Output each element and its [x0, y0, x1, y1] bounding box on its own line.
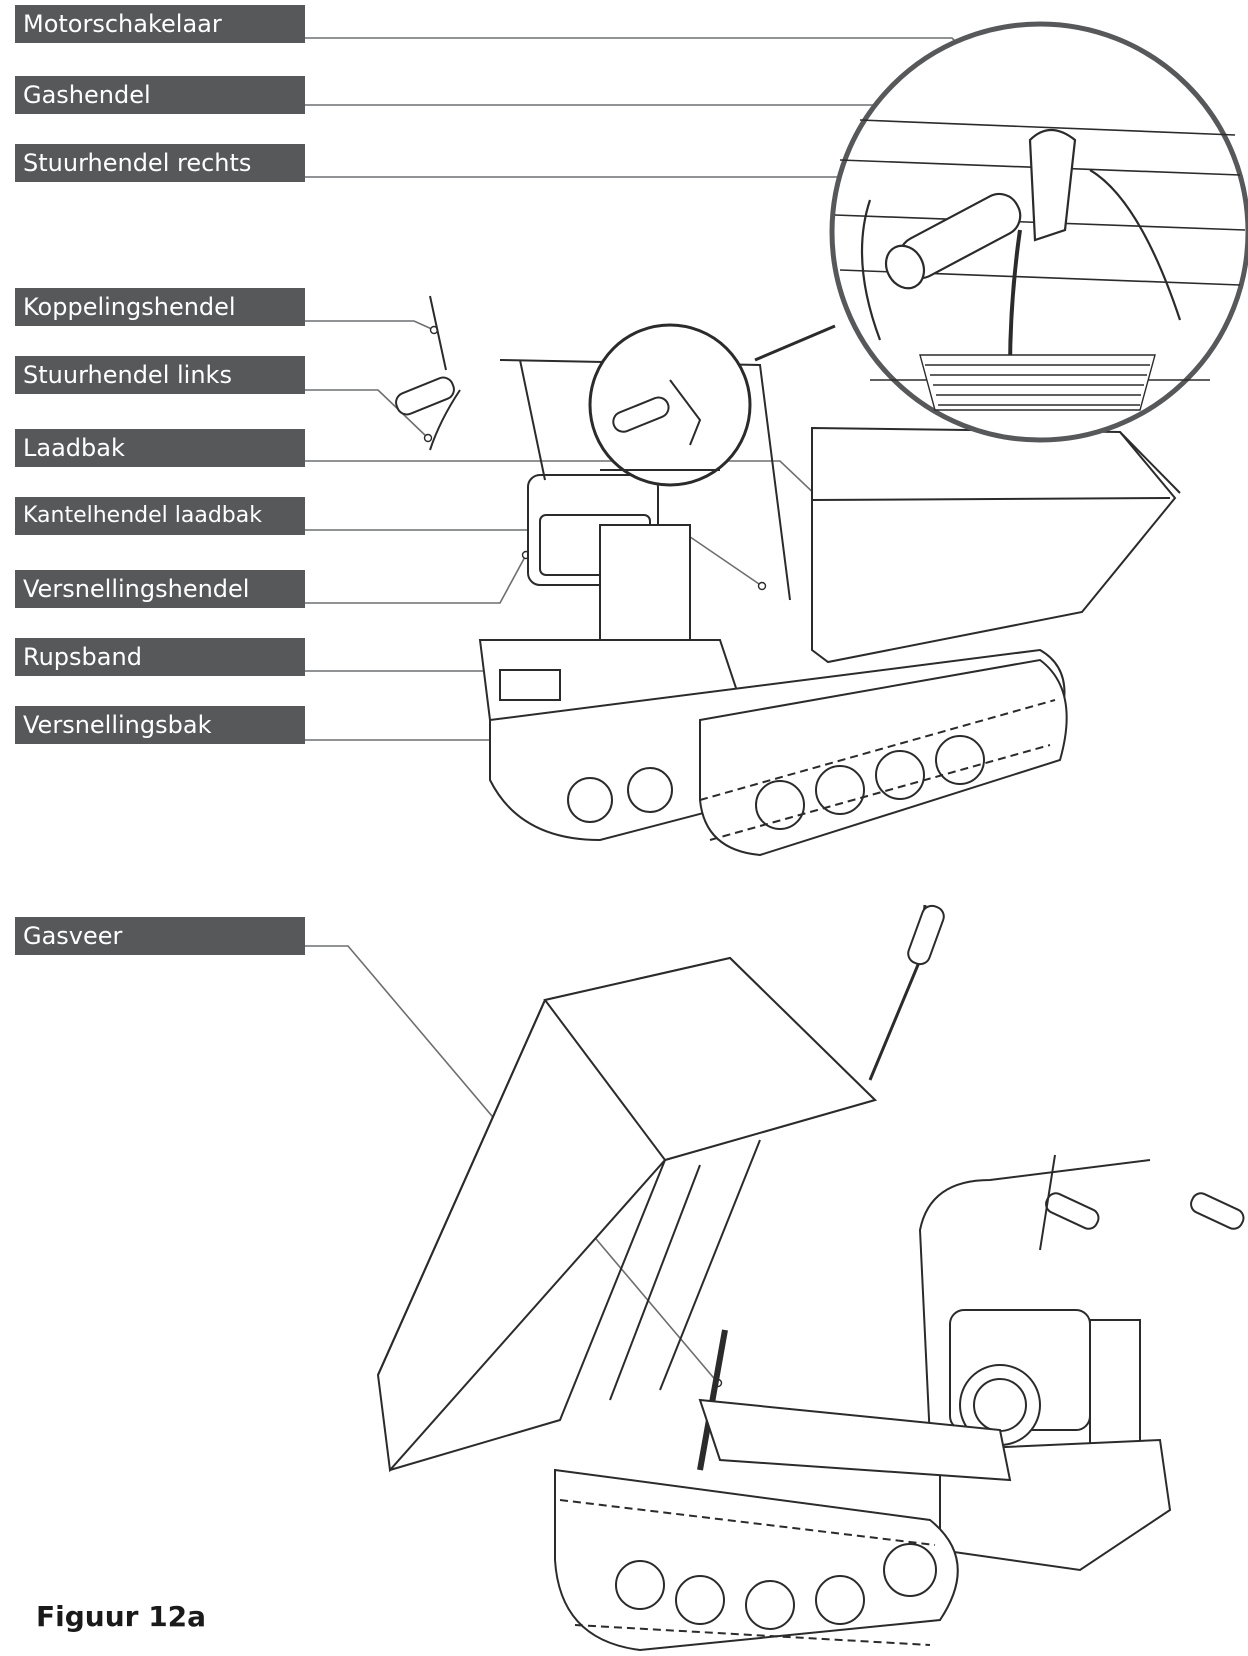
dumper-bottom [376, 904, 1245, 1652]
label-gashendel: Gashendel [15, 76, 305, 114]
track-bottom-near [554, 1468, 959, 1652]
detail-circle-small [588, 323, 752, 487]
label-koppelingshendel: Koppelingshendel [15, 288, 305, 326]
handle-frame [499, 359, 791, 601]
leader-koppelingshendel [305, 320, 435, 331]
left-grip [395, 295, 461, 451]
label-stuurhendel-links: Stuurhendel links [15, 356, 305, 394]
track-wheels [567, 735, 985, 830]
label-gasveer: Gasveer [15, 917, 305, 955]
label-stuurhendel-rechts: Stuurhendel rechts [15, 144, 305, 182]
zoom-grip [860, 128, 1182, 371]
dumper-top [395, 295, 1181, 857]
label-versnellingshendel: Versnellingshendel [15, 570, 305, 608]
label-laadbak: Laadbak [15, 429, 305, 467]
zoom-circle [829, 21, 1248, 443]
label-rupsband: Rupsband [15, 638, 305, 676]
leader-zoom-connector [754, 324, 836, 362]
figure-caption: Figuur 12a [36, 1600, 207, 1633]
leader-stuurhendel-links [305, 389, 429, 439]
leader-versnellingshendel [305, 554, 527, 604]
label-motorschakelaar: Motorschakelaar [15, 5, 305, 43]
bucket [811, 426, 1177, 664]
zoom-grate [919, 354, 1156, 411]
label-versnellingsbak: Versnellingsbak [15, 706, 305, 744]
label-kantelhendel-laadbak: Kantelhendel laadbak [15, 497, 305, 535]
gas-spring [697, 1329, 728, 1471]
bottom-track-wheels [615, 1543, 937, 1630]
